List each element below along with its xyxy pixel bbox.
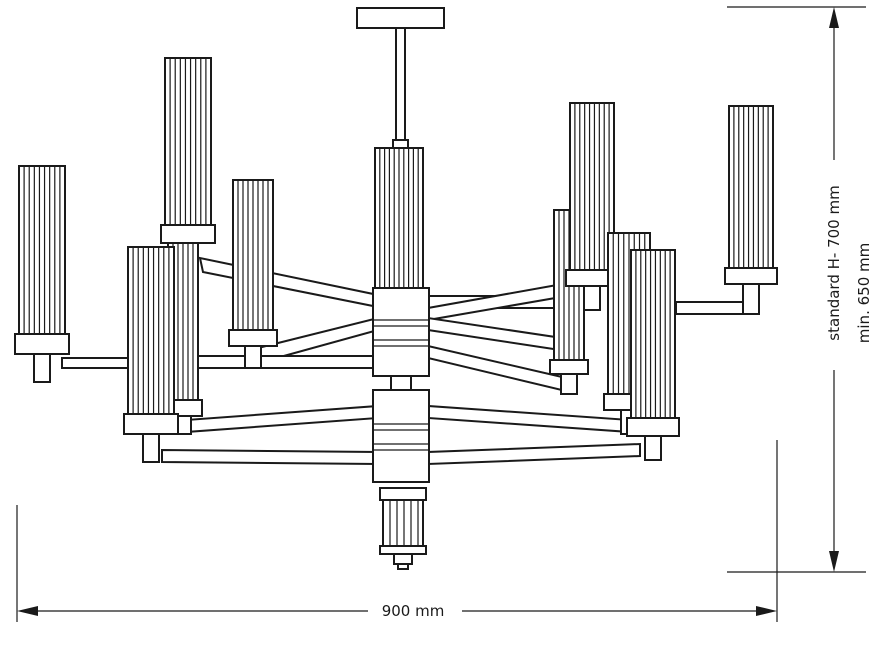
arrow-right-icon [756, 606, 777, 616]
arrow-left-icon [17, 606, 38, 616]
lower-arms [161, 404, 641, 466]
arrow-up-icon [829, 7, 839, 28]
glass-shades [14, 57, 778, 463]
height-label-standard: standard H- 700 mm [825, 185, 843, 340]
glass-shade [724, 105, 778, 315]
glass-shade [228, 179, 278, 369]
bottom-finial [379, 487, 427, 570]
glass-shade [626, 249, 680, 461]
glass-shade [123, 246, 179, 463]
width-label: 900 mm [382, 602, 445, 620]
central-hub [372, 287, 430, 483]
glass-shade [160, 57, 216, 244]
arrow-down-icon [829, 551, 839, 572]
ceiling-canopy [356, 7, 445, 158]
height-dimension: standard H- 700 mm min. 650 mm [727, 6, 873, 573]
height-label-min: min. 650 mm [855, 243, 873, 343]
glass-shade [14, 165, 70, 383]
glass-shade [374, 147, 424, 291]
glass-shade [565, 102, 619, 311]
width-dimension: 900 mm [16, 440, 778, 622]
